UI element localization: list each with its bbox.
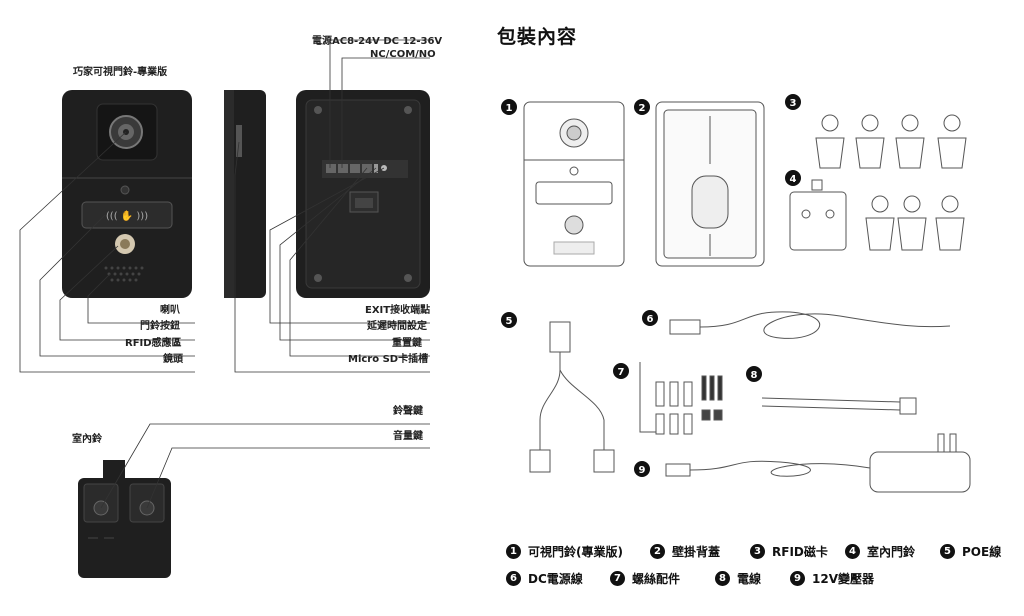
- item-adapter: [665, 433, 971, 493]
- svg-text:((( ✋ ))): ((( ✋ ))): [106, 209, 148, 222]
- label-rfid-area: RFID感應區: [125, 338, 182, 349]
- label-doorbell-button: 門鈴按鈕: [140, 321, 180, 332]
- badge-9: 9: [639, 465, 646, 476]
- badge-1: 1: [506, 103, 513, 114]
- indoor-chime: [78, 460, 171, 578]
- badge-3: 3: [790, 98, 797, 109]
- package-contents-title: 包裝內容: [497, 26, 578, 48]
- badge-8: 8: [751, 370, 758, 381]
- badge-2: 2: [639, 103, 646, 114]
- product-title: 巧家可視門鈴-專業版: [73, 67, 168, 78]
- device-diagram: ((( ✋ ))): [19, 39, 430, 578]
- doorbell-back: [296, 90, 430, 298]
- label-sd-slot: Micro SD卡插槽: [348, 354, 429, 365]
- label-ring-key: 鈴聲鍵: [393, 406, 423, 417]
- item-screws: [639, 362, 723, 435]
- item-indoor-chime: [789, 179, 965, 251]
- item-poe-cable: [529, 321, 615, 473]
- item-doorbell: [523, 101, 625, 267]
- badge-7: 7: [618, 367, 625, 378]
- power-label: 電源AC8-24V DC 12-36V: [312, 36, 443, 47]
- badge-5: 5: [506, 316, 513, 327]
- doorbell-front: ((( ✋ ))): [62, 90, 192, 298]
- item-wire: [761, 397, 917, 415]
- label-volume-key: 音量鍵: [393, 431, 423, 442]
- chime-title: 室內鈴: [72, 434, 102, 445]
- label-exit-terminal: EXIT接收端點: [365, 305, 431, 316]
- label-delay-setting: 延遲時間設定: [367, 321, 427, 332]
- item-back-cover: [655, 101, 765, 267]
- relay-label: NC/COM/NO: [370, 49, 436, 60]
- badge-4: 4: [790, 174, 797, 185]
- item-rfid-tags: [815, 114, 967, 169]
- item-dc-cable: [669, 311, 951, 339]
- doorbell-side: [224, 90, 266, 298]
- number-badges: 1 2 3 4 5 6 7 8 9: [501, 94, 801, 477]
- label-lens: 鏡頭: [163, 354, 183, 365]
- label-reset-key: 重置鍵: [392, 338, 422, 349]
- badge-6: 6: [647, 314, 654, 325]
- package-diagram: 1 2 3 4 5 6 7 8 9: [501, 94, 971, 493]
- label-speaker: 喇叭: [160, 305, 180, 316]
